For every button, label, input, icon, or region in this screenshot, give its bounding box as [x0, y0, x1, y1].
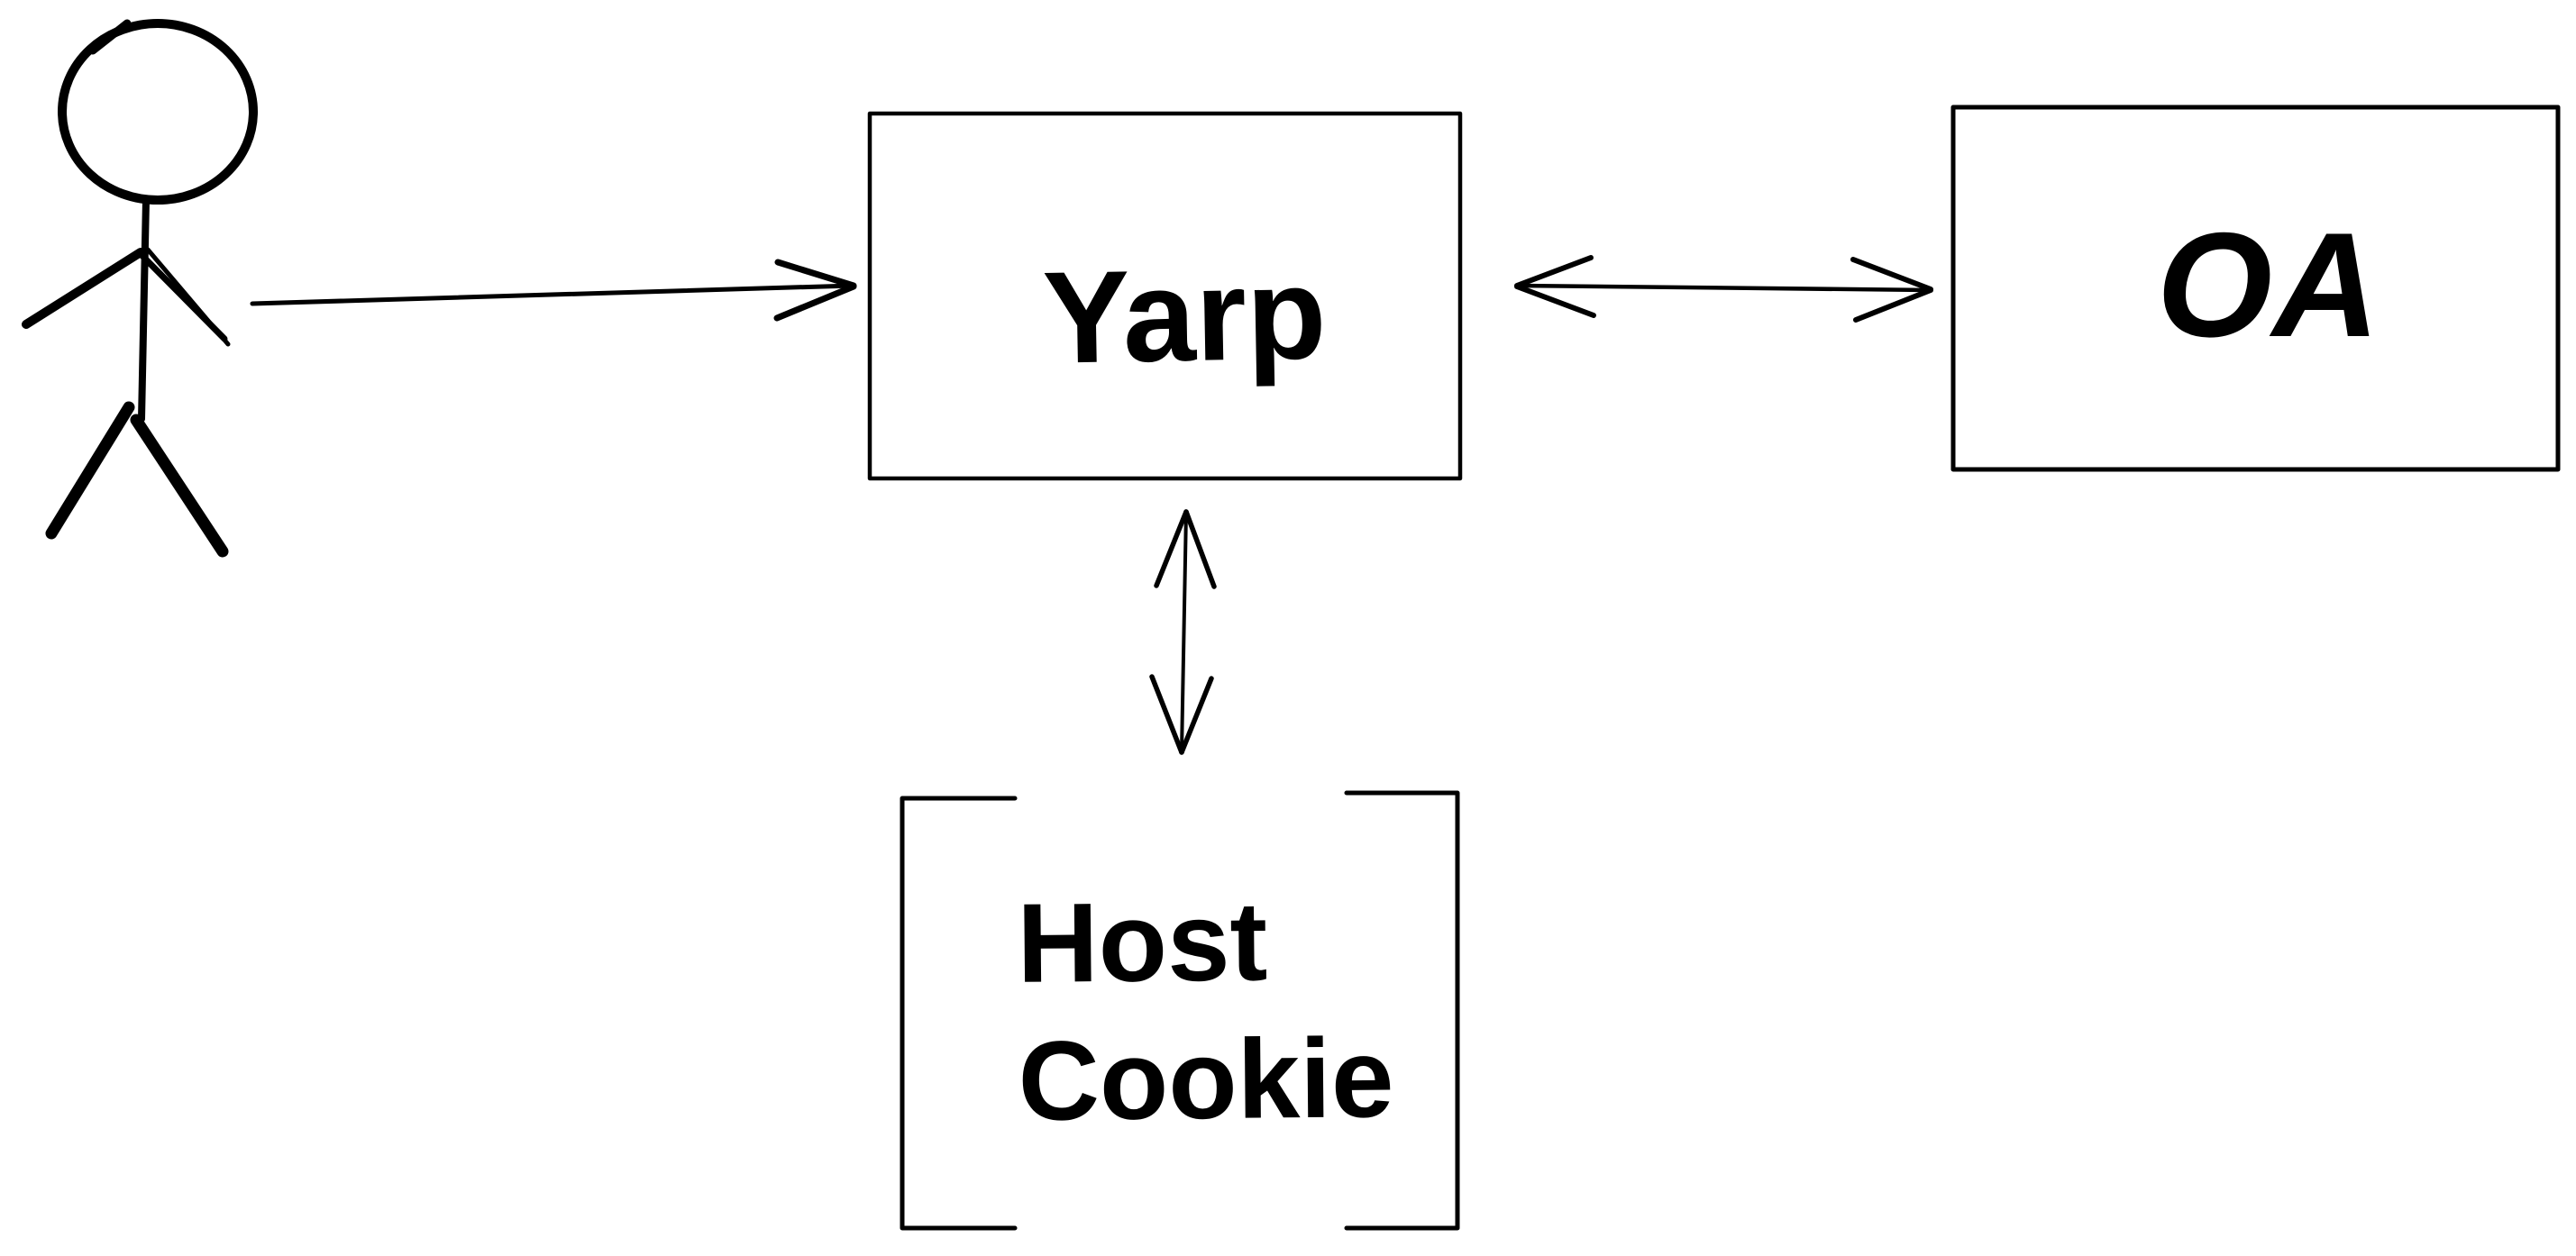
oa-box: [1950, 105, 2561, 472]
arrow-yarp-oa-right-head-upper: [1850, 257, 1933, 292]
arrow-yarp-hostcookie-top-head-right: [1183, 509, 1217, 589]
arrow-user-to-yarp: [250, 259, 857, 322]
arrow-yarp-hostcookie-top-head-left: [1154, 509, 1189, 588]
arrow-yarp-hostcookie-bottom-head-left: [1149, 674, 1184, 755]
arrow-user-to-yarp-line: [250, 283, 855, 306]
arrow-yarp-oa-left-head-upper: [1514, 255, 1594, 288]
arrow-yarp-oa: [1514, 255, 1933, 323]
host-cookie-bracket-left: [900, 796, 1018, 1231]
host-cookie-brackets: [900, 790, 1460, 1231]
person-arm-right-second-stroke: [145, 247, 231, 347]
arrow-yarp-oa-right-head-lower: [1853, 287, 1933, 323]
person-leg-right: [130, 414, 229, 558]
arrow-yarp-hostcookie-line: [1180, 510, 1188, 754]
person-leg-left: [45, 401, 135, 540]
arrow-user-to-yarp-head-lower: [773, 283, 857, 322]
arrow-yarp-hostcookie: [1149, 509, 1217, 755]
arrow-yarp-oa-left-head-lower: [1514, 284, 1596, 318]
person-head: [58, 19, 258, 205]
yarp-box: [867, 111, 1463, 481]
arrow-yarp-oa-line: [1514, 283, 1933, 293]
arrow-yarp-hostcookie-bottom-head-right: [1179, 676, 1214, 755]
host-cookie-bracket-right: [1344, 790, 1460, 1231]
person-head-squiggle: [88, 19, 132, 55]
person-body: [138, 196, 150, 423]
stick-figure-icon: [22, 19, 258, 558]
arrow-user-to-yarp-head-upper: [774, 259, 857, 289]
person-arm-left: [22, 248, 145, 329]
